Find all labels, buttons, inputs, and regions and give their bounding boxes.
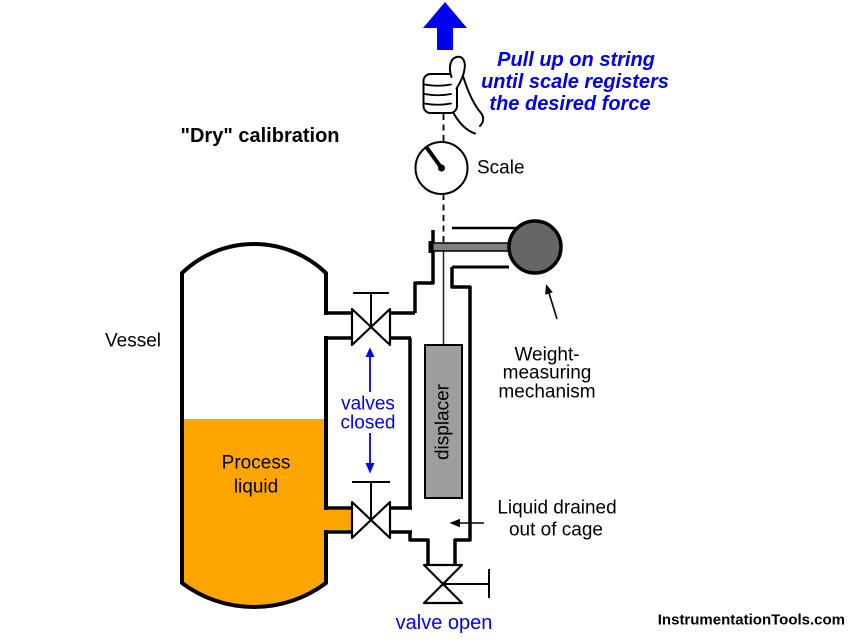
cage-outline-left — [408, 230, 435, 565]
lower-pipe-liquid — [321, 510, 353, 530]
upper-valve-bowtie — [350, 307, 392, 347]
cage-outline-right — [450, 267, 472, 565]
upper-pipe-left — [321, 311, 353, 340]
lower-pipe-left — [321, 506, 353, 534]
upper-pipe-right-fill — [389, 315, 415, 336]
weight-mechanism-shape — [428, 219, 563, 275]
upper-valve-stem — [353, 292, 389, 327]
pull-note-line1: Pull up on string — [497, 49, 655, 71]
lower-pipe-right-fill — [389, 510, 412, 530]
drain-valve-handle — [443, 569, 490, 598]
lower-valve-bowtie — [350, 500, 392, 540]
process-liquid-label-line1: Process — [221, 452, 291, 474]
arrow-up-head — [365, 347, 375, 357]
vessel-label: Vessel — [105, 330, 161, 352]
weight-mechanism-label-line3: mechanism — [498, 381, 596, 403]
upper-pipe-walls — [324, 311, 352, 340]
annotation-arrows — [449, 284, 558, 528]
pull-up-arrow-icon — [423, 2, 467, 50]
hand-fist — [422, 73, 458, 114]
vessel-outline — [180, 242, 328, 609]
valve-open-label: valve open — [395, 612, 493, 634]
weight-mechanism-label-line1: Weight- — [514, 344, 580, 366]
drain-valve-symbol — [422, 563, 490, 605]
valves-closed-label-line1: valves — [341, 393, 395, 415]
drained-arrow-head — [449, 518, 460, 528]
displacer-label: displacer — [432, 383, 454, 461]
lower-valve-symbol — [350, 481, 392, 540]
process-liquid-fill — [182, 419, 326, 607]
weight-mechanism-arrow-head — [545, 284, 553, 295]
hand-wrist-line — [452, 112, 476, 135]
vessel-shape — [180, 242, 328, 609]
pull-note-line2: until scale registers — [481, 71, 669, 93]
hand-back-line — [462, 75, 485, 127]
hand-icon — [422, 55, 485, 135]
arrow-down-head — [365, 463, 375, 474]
mechanism-lever-cap — [428, 241, 434, 253]
upper-pipe-right-walls — [390, 311, 415, 340]
cage-neck-fill — [433, 228, 452, 287]
lower-pipe-walls — [324, 506, 352, 534]
drain-valve-bowtie — [422, 563, 464, 605]
liquid-drained-label-line2: out of cage — [508, 519, 604, 541]
hand-finger-curls — [423, 83, 452, 106]
lower-valve-stem — [352, 481, 390, 520]
hand-thumb — [448, 55, 466, 90]
weight-mechanism-arrow-shaft — [548, 292, 558, 320]
mechanism-drum — [507, 219, 563, 275]
diagram-title: "Dry" calibration — [180, 125, 340, 147]
valves-closed-label-line2: closed — [340, 412, 396, 434]
valves-closed-arrows — [365, 347, 375, 474]
mechanism-lever-bar — [430, 242, 519, 252]
process-liquid-label-line2: liquid — [233, 476, 279, 498]
scale-needle — [425, 146, 444, 170]
weight-mechanism-label-line2: measuring — [502, 362, 592, 384]
scale-gauge-icon — [414, 141, 469, 195]
liquid-drained-label-line1: Liquid drained — [497, 497, 617, 519]
scale-label: Scale — [477, 157, 525, 179]
upper-pipe-opening — [321, 315, 353, 336]
pull-note-line3: the desired force — [489, 93, 651, 115]
scale-pivot — [438, 164, 445, 172]
displacer-shape — [424, 344, 463, 499]
watermark: InstrumentationTools.com — [657, 611, 845, 629]
cage-drain-fill — [428, 540, 455, 565]
upper-valve-symbol — [350, 292, 392, 347]
